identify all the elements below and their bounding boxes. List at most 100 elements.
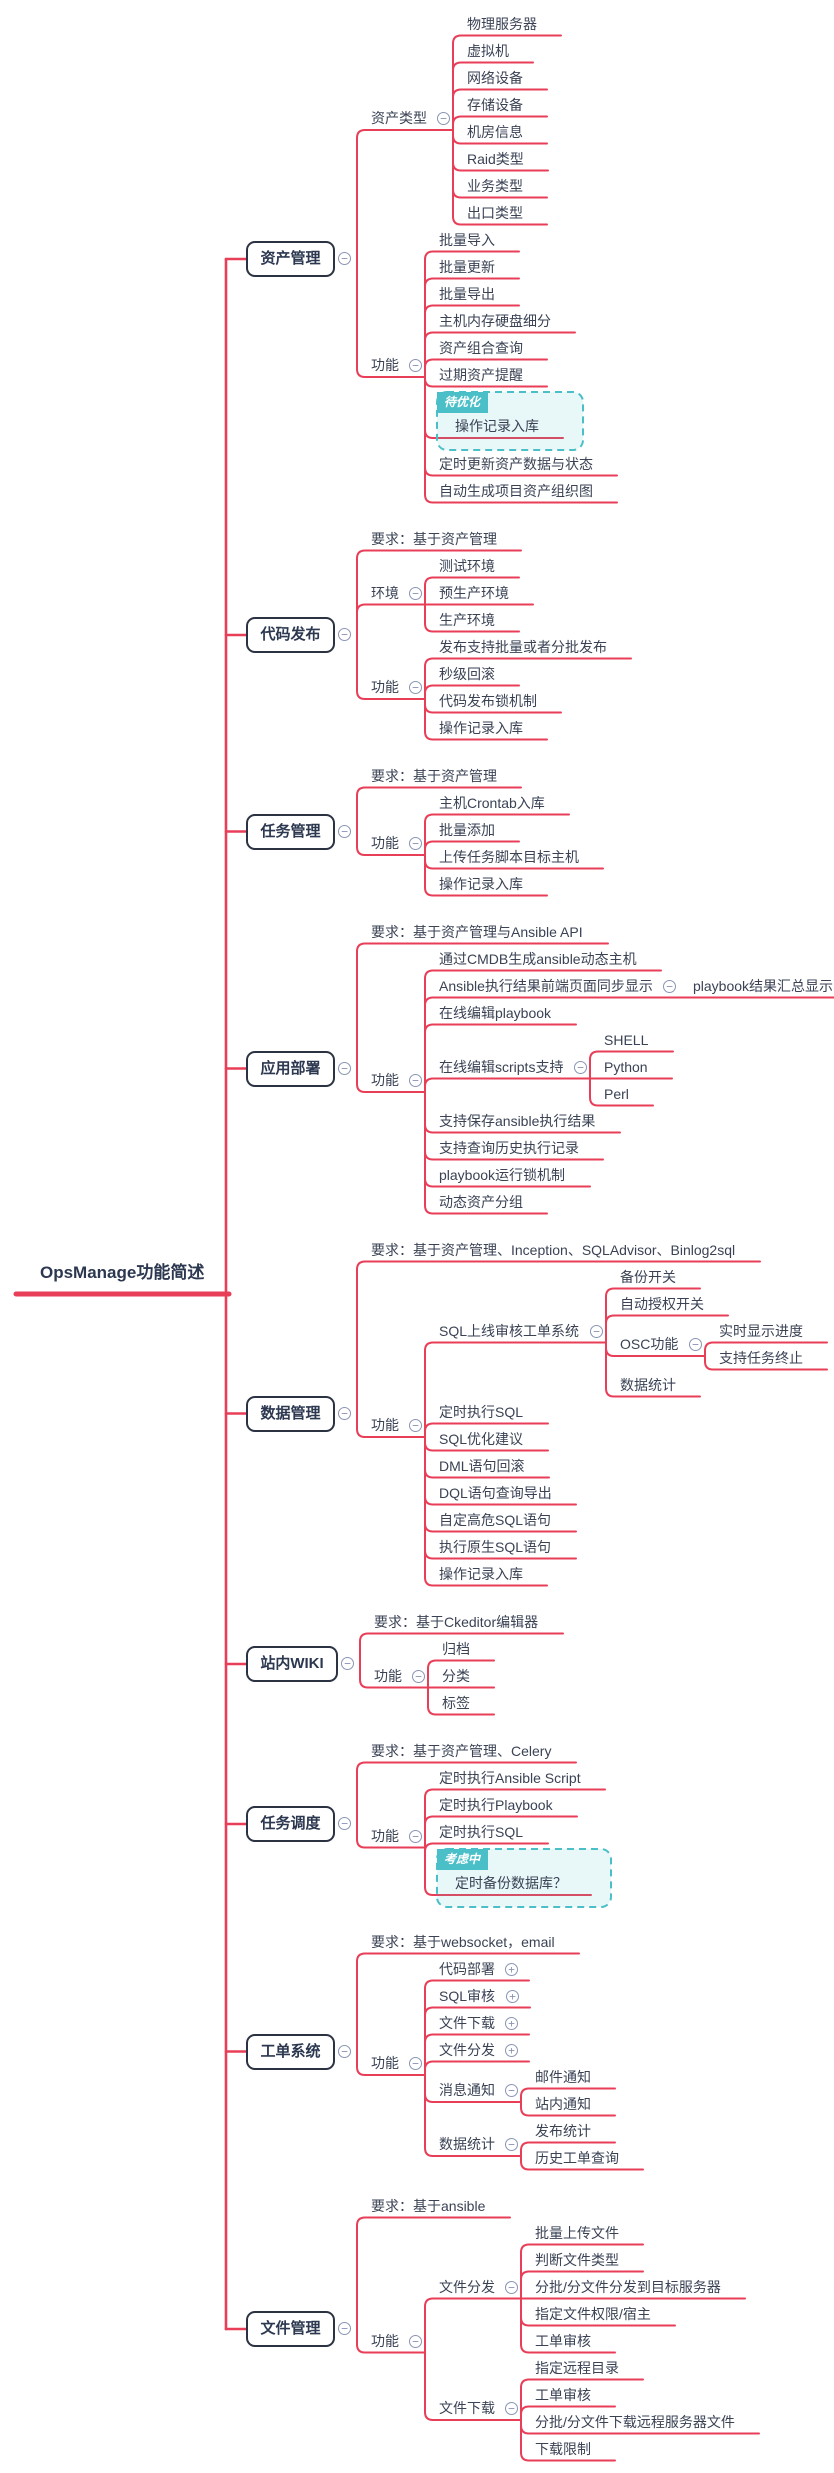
topic-node[interactable]: 文件分发 [439,2278,495,2295]
topic-node[interactable]: 功能 [371,835,399,851]
leaf-node[interactable]: 批量添加 [439,821,495,838]
topic-node[interactable]: OSC功能 [620,1336,679,1352]
collapse-icon[interactable]: − [338,824,351,838]
root-node[interactable]: OpsManage功能简述 [40,1263,205,1282]
leaf-node[interactable]: 站内通知 [535,2095,591,2112]
leaf-node[interactable]: 秒级回滚 [439,665,495,682]
leaf-node[interactable]: 支持任务终止 [719,1349,803,1366]
collapse-icon[interactable]: − [505,2402,518,2415]
leaf-node[interactable]: 要求：基于资产管理 [371,767,497,784]
leaf-node[interactable]: 操作记录入库 [439,1565,523,1582]
leaf-node[interactable]: SQL审核 [439,1987,496,2004]
leaf-node[interactable]: 过期资产提醒 [439,366,523,383]
leaf-node[interactable]: 在线编辑playbook [439,1004,552,1021]
collapse-icon[interactable]: − [505,2084,518,2097]
branch-node[interactable]: 站内WIKI [246,1646,338,1682]
leaf-node[interactable]: 要求：基于资产管理、Inception、SQLAdvisor、Binlog2sq… [371,1241,736,1258]
leaf-node[interactable]: SQL优化建议 [439,1430,524,1447]
leaf-node[interactable]: 出口类型 [467,204,523,221]
collapse-icon[interactable]: − [341,1657,354,1670]
collapse-icon[interactable]: − [409,681,422,694]
topic-node[interactable]: 功能 [371,1072,399,1088]
leaf-node[interactable]: 批量导入 [439,231,495,248]
leaf-node[interactable]: 归档 [442,1640,470,1657]
leaf-node[interactable]: 工单审核 [535,2332,591,2349]
topic-node[interactable]: 环境 [371,584,399,601]
leaf-node[interactable]: 自动授权开关 [620,1295,704,1312]
branch-node[interactable]: 应用部署 [246,1051,335,1087]
leaf-node[interactable]: 通过CMDB生成ansible动态主机 [439,950,637,967]
leaf-node[interactable]: 主机内存硬盘细分 [439,312,551,329]
topic-node[interactable]: 功能 [371,2332,399,2349]
branch-node[interactable]: 文件管理 [246,2311,335,2347]
leaf-node[interactable]: 定时执行SQL [439,1403,524,1420]
leaf-node[interactable]: 要求：基于资产管理 [371,530,497,547]
topic-node[interactable]: 功能 [371,2055,399,2071]
topic-node[interactable]: 功能 [371,1827,399,1844]
collapse-icon[interactable]: − [409,586,422,600]
leaf-node[interactable]: 下载限制 [535,2440,591,2457]
leaf-node[interactable]: 网络设备 [467,69,523,86]
leaf-node[interactable]: 机房信息 [467,123,523,140]
collapse-icon[interactable]: − [409,1829,422,1843]
leaf-node[interactable]: 发布支持批量或者分批发布 [439,638,607,655]
topic-node[interactable]: 功能 [371,357,399,373]
leaf-node[interactable]: 分类 [442,1667,470,1684]
leaf-node[interactable]: 支持查询历史执行记录 [439,1139,579,1156]
leaf-node[interactable]: DQL语句查询导出 [439,1484,552,1501]
expand-icon[interactable]: + [505,1962,518,1976]
special-topic-node[interactable]: 定时备份数据库？ [455,1875,567,1891]
collapse-icon[interactable]: − [505,2280,518,2294]
leaf-node[interactable]: 发布统计 [535,2122,591,2139]
branch-node[interactable]: 数据管理 [246,1396,335,1432]
collapse-icon[interactable]: − [505,2138,518,2151]
collapse-icon[interactable]: − [338,1061,351,1075]
leaf-node[interactable]: 执行原生SQL语句 [439,1538,552,1555]
leaf-node[interactable]: 测试环境 [439,557,495,574]
topic-node[interactable]: 资产类型 [371,110,427,126]
leaf-node[interactable]: 要求：基于websocket，email [371,1933,555,1950]
leaf-node[interactable]: 资产组合查询 [439,339,523,356]
branch-node[interactable]: 代码发布 [246,617,335,653]
leaf-node[interactable]: Raid类型 [467,150,524,167]
leaf-node[interactable]: playbook结果汇总显示 [693,977,834,994]
topic-node[interactable]: Ansible执行结果前端页面同步显示 [439,977,653,994]
branch-node[interactable]: 任务管理 [246,814,335,850]
expand-icon[interactable]: + [506,1989,519,2003]
leaf-node[interactable]: 分批/分文件下载远程服务器文件 [535,2413,735,2430]
collapse-icon[interactable]: − [412,1669,425,1683]
topic-node[interactable]: 功能 [371,679,399,695]
collapse-icon[interactable]: − [574,1060,587,1074]
topic-node[interactable]: 在线编辑scripts支持 [439,1058,564,1075]
collapse-icon[interactable]: − [409,359,422,372]
leaf-node[interactable]: 判断文件类型 [535,2251,619,2268]
leaf-node[interactable]: 工单审核 [535,2386,591,2403]
leaf-node[interactable]: 要求：基于资产管理与Ansible API [371,923,583,940]
leaf-node[interactable]: 指定文件权限/宿主 [535,2305,651,2322]
leaf-node[interactable]: 主机Crontab入库 [439,794,545,811]
collapse-icon[interactable]: − [590,1324,603,1338]
leaf-node[interactable]: 虚拟机 [467,42,509,59]
leaf-node[interactable]: SHELL [604,1031,649,1048]
leaf-node[interactable]: Python [604,1058,648,1075]
collapse-icon[interactable]: − [338,1406,351,1420]
collapse-icon[interactable]: − [409,1074,422,1087]
leaf-node[interactable]: 动态资产分组 [439,1193,523,1210]
collapse-icon[interactable]: − [338,2044,351,2058]
leaf-node[interactable]: 文件下载 [439,2014,495,2031]
branch-node[interactable]: 资产管理 [246,241,335,277]
leaf-node[interactable]: 上传任务脚本目标主机 [439,848,579,865]
leaf-node[interactable]: 存储设备 [467,96,523,113]
collapse-icon[interactable]: − [409,2334,422,2348]
branch-node[interactable]: 工单系统 [246,2034,335,2070]
collapse-icon[interactable]: − [663,979,676,993]
leaf-node[interactable]: playbook运行锁机制 [439,1166,566,1183]
special-topic-node[interactable]: 操作记录入库 [455,418,539,434]
leaf-node[interactable]: 操作记录入库 [439,875,523,892]
leaf-node[interactable]: 操作记录入库 [439,719,523,736]
collapse-icon[interactable]: − [409,1419,422,1432]
topic-node[interactable]: SQL上线审核工单系统 [439,1322,580,1339]
leaf-node[interactable]: 代码发布锁机制 [439,692,537,709]
topic-node[interactable]: 功能 [374,1667,402,1684]
leaf-node[interactable]: 定时执行Playbook [439,1796,553,1813]
